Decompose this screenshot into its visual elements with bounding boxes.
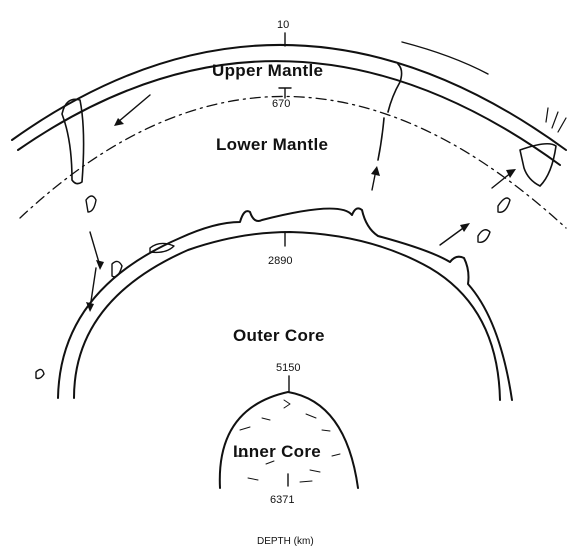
inner-core-texture	[236, 400, 340, 482]
depth-label-10: 10	[277, 19, 289, 31]
slab-fragment-1	[86, 196, 96, 212]
depth-label-5150: 5150	[276, 362, 300, 374]
slab-fragment-6	[36, 369, 44, 378]
region-label-outer-core: Outer Core	[233, 326, 325, 346]
depth-label-6371: 6371	[270, 494, 294, 506]
depth-axis-label: DEPTH (km)	[257, 536, 314, 547]
inner-core-dome	[220, 392, 358, 488]
volcano-marks	[546, 108, 566, 132]
slab-fragment-5	[498, 198, 510, 212]
region-label-inner-core: Inner Core	[233, 442, 321, 462]
region-label-lower-mantle: Lower Mantle	[216, 135, 328, 155]
depth-label-2890: 2890	[268, 255, 292, 267]
region-label-upper-mantle: Upper Mantle	[212, 61, 323, 81]
depth-label-670: 670	[272, 98, 290, 110]
slab-fragment-4	[478, 230, 490, 243]
